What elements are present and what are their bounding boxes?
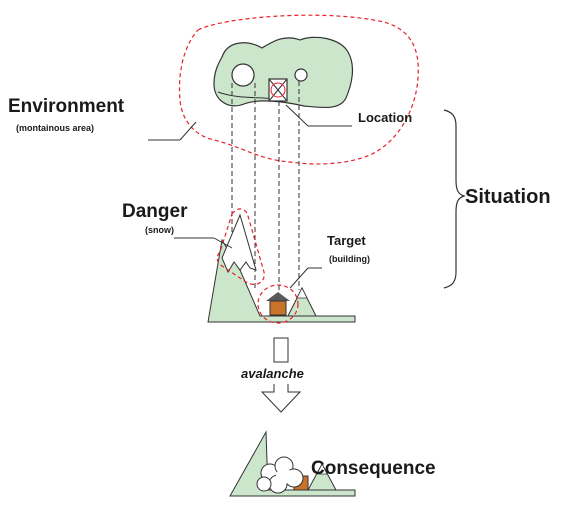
snow-puff	[256, 476, 272, 492]
environment-map	[213, 36, 354, 109]
location-highlight-circle	[270, 82, 286, 98]
avalanche-arrow	[260, 337, 302, 413]
arrow-shaft-top	[273, 337, 289, 363]
situation-brace	[443, 109, 466, 289]
consequence-small-mountain	[307, 462, 337, 491]
building-roof	[266, 292, 290, 301]
target-sublabel: (building)	[329, 254, 370, 264]
snow-mountain-peak	[221, 213, 257, 274]
projection-lines	[231, 81, 300, 292]
target-leader-line	[289, 267, 309, 289]
location-marker-small-circle	[294, 68, 308, 82]
danger-sublabel: (snow)	[145, 225, 174, 235]
danger-dashed-outline	[216, 208, 265, 285]
danger-leader-line	[213, 237, 233, 249]
location-marker-large-circle	[231, 63, 255, 87]
location-label: Location	[358, 110, 412, 125]
snow-puff	[276, 468, 292, 484]
target-label: Target	[327, 233, 366, 248]
environment-dashed-outline	[178, 14, 419, 165]
location-marker-cross-b	[268, 78, 288, 102]
environment-sublabel: (montainous area)	[16, 123, 94, 133]
small-mountain-snow	[296, 287, 308, 299]
small-mountain-peak	[287, 286, 317, 317]
situation-label: Situation	[465, 186, 551, 208]
consequence-small-snow	[316, 463, 328, 475]
situation-scene	[207, 208, 356, 324]
terrain-ground	[207, 238, 356, 323]
building	[269, 300, 287, 316]
danger-label: Danger	[122, 201, 188, 222]
environment-label: Environment	[8, 96, 125, 117]
arrow-head	[260, 384, 302, 413]
consequence-label: Consequence	[311, 458, 436, 479]
event-label: avalanche	[241, 366, 304, 381]
location-leader-line	[285, 104, 309, 127]
environment-leader-line	[179, 121, 197, 141]
target-dashed-outline	[257, 284, 299, 324]
consequence-scene	[229, 430, 356, 497]
avalanche-snow-cloud	[256, 456, 304, 494]
environment-region	[213, 36, 354, 109]
